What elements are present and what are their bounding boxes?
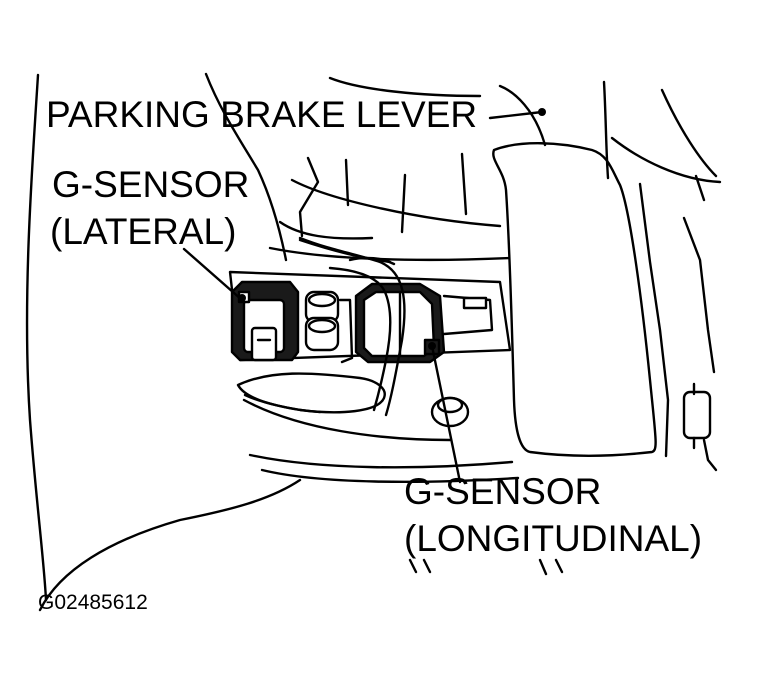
g-sensor-lateral-drawing (230, 280, 300, 362)
console-outline (242, 76, 520, 484)
g-sensor-longitudinal-drawing (354, 282, 494, 364)
parking-brake-lever-drawing (492, 80, 722, 472)
bracket-bolts (304, 290, 354, 364)
lower-bolt (430, 396, 470, 428)
label-g-sensor-lateral-line2: (LATERAL) (50, 211, 237, 252)
bottom-fragments (408, 558, 564, 576)
label-g-sensor-longitudinal-line1: G-SENSOR (404, 471, 602, 512)
leader-lines (182, 108, 546, 484)
label-parking-brake-lever: PARKING BRAKE LEVER (46, 94, 478, 135)
label-g-sensor-lateral-line1: G-SENSOR (52, 164, 250, 205)
label-g-sensor-longitudinal-line2: (LONGITUDINAL) (404, 518, 703, 559)
figure-id: G02485612 (38, 591, 148, 614)
wire-harness (298, 236, 406, 417)
seat-left-outline (25, 72, 302, 612)
